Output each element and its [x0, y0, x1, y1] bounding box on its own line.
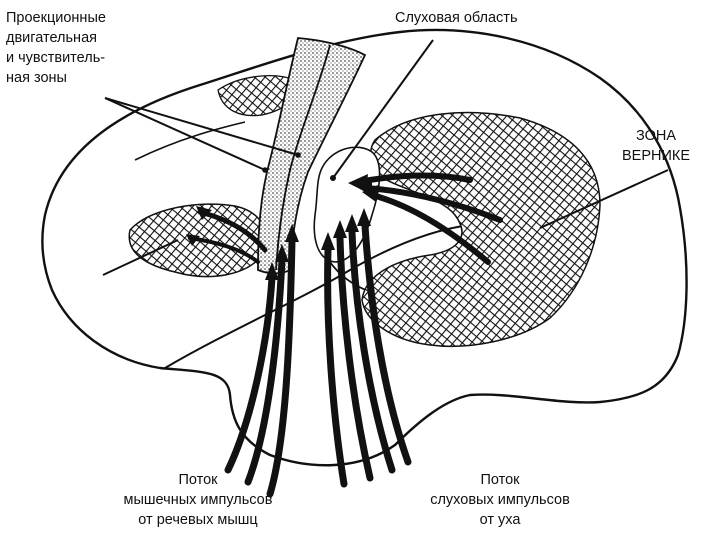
auditory-area-line-1: Слуховая область [395, 8, 518, 28]
projection-zones-label: Проекционные двигательная и чувствитель-… [6, 8, 106, 88]
auditory-flow-line-1: Поток [390, 470, 610, 490]
muscle-flow-line-2: мышечных импульсов [88, 490, 308, 510]
projection-zones-line-3: и чувствитель- [6, 48, 106, 68]
projection-point-1 [262, 167, 268, 173]
muscle-flow-line-3: от речевых мышц [88, 510, 308, 530]
projection-zones-line-2: двигательная [6, 28, 106, 48]
auditory-flow-line-2: слуховых импульсов [390, 490, 610, 510]
muscle-flow-label: Поток мышечных импульсов от речевых мышц [88, 470, 308, 530]
wernicke-zone-line-1: ЗОНА [622, 126, 690, 146]
auditory-area-label: Слуховая область [395, 8, 518, 28]
projection-zones-line-4: ная зоны [6, 68, 106, 88]
muscle-flow-line-1: Поток [88, 470, 308, 490]
auditory-flow-label: Поток слуховых импульсов от уха [390, 470, 610, 530]
wernicke-zone-label: ЗОНА ВЕРНИКЕ [622, 126, 690, 166]
auditory-flow-line-3: от уха [390, 510, 610, 530]
projection-zones-line-1: Проекционные [6, 8, 106, 28]
wernicke-zone-line-2: ВЕРНИКЕ [622, 146, 690, 166]
auditory-point [330, 175, 336, 181]
projection-point-2 [295, 152, 301, 158]
